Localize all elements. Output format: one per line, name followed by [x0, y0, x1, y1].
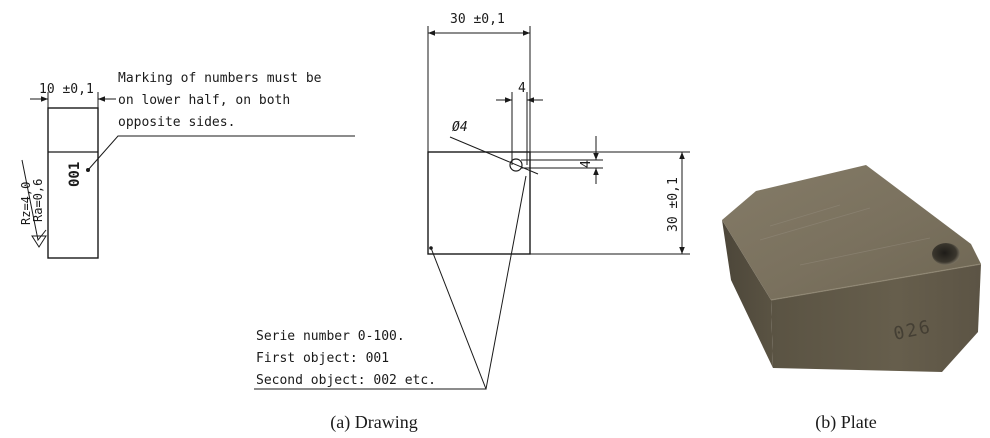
- note-leader: [87, 135, 355, 171]
- hole-offset-y: 4: [579, 160, 594, 168]
- plate-edge-highlight: [770, 263, 982, 301]
- front-height-dimension: 30 ±0,1: [666, 177, 681, 232]
- caption-drawing: (a) Drawing: [330, 412, 417, 433]
- front-view-body: [427, 151, 531, 255]
- roughness-ra: Ra=0,6: [31, 179, 45, 222]
- caption-plate: (b) Plate: [815, 412, 876, 433]
- plate-photo: 026: [722, 165, 982, 372]
- plate-hole: [932, 243, 960, 265]
- side-width-dimension: 10 ±0,1: [39, 82, 94, 97]
- roughness-symbol: [21, 159, 47, 242]
- side-view: 10 ±0,1 001 Marking of numbers must be o…: [19, 71, 355, 259]
- roughness-triangle: [31, 235, 47, 248]
- roughness-rz: Rz=4,0: [19, 182, 33, 225]
- hole: [509, 158, 523, 172]
- plate-left-face: [722, 220, 773, 368]
- front-width-dimension: 30 ±0,1: [450, 12, 505, 27]
- front-view: 30 ±0,1 30 ±0,1 Ø4 4 4 Serie number 0-10…: [254, 12, 690, 390]
- hole-diameter: Ø4: [452, 120, 468, 135]
- hole-offset-x: 4: [518, 81, 526, 96]
- side-view-body: [47, 107, 99, 259]
- marking-note: Marking of numbers must be on lower half…: [118, 71, 329, 130]
- scratch-marks: [759, 204, 931, 266]
- leader-dot: [86, 168, 90, 172]
- serial-note: Serie number 0-100. First object: 001 Se…: [256, 329, 436, 388]
- serial-note-leader: [254, 247, 487, 390]
- marking-number: 001: [67, 162, 83, 187]
- leader-dot: [429, 246, 433, 250]
- plate-top-face: [722, 165, 981, 300]
- serial-note-leader: [485, 175, 527, 390]
